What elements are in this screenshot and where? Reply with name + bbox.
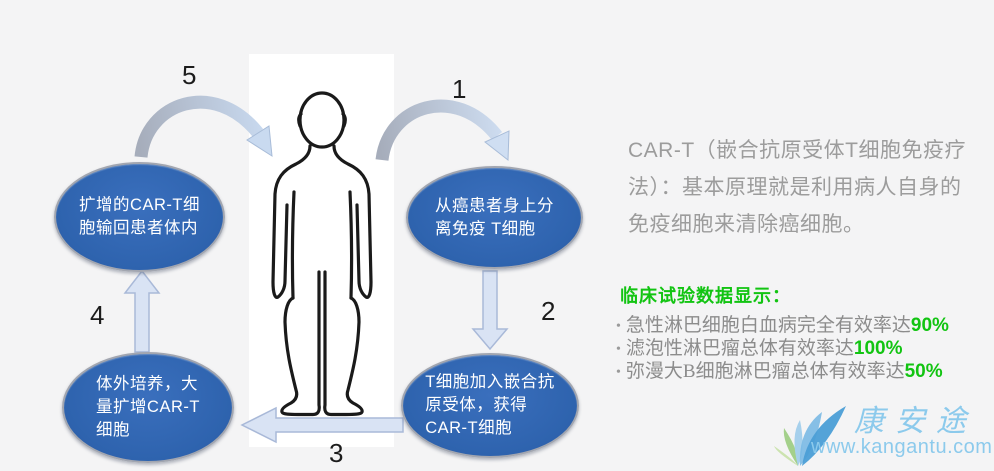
ellipse-line: 离免疫 T细胞 [435,219,536,238]
step-number-4: 4 [90,300,105,330]
ellipse-line: 胞输回患者体内 [79,219,199,237]
ellipse-reinfuse-cart-cells: 扩增的CAR-T细 胞输回患者体内 [54,162,225,272]
curved-arrow-step1 [375,99,510,162]
bullet-text: 弥漫大B细胞淋巴瘤总体有效率达 [625,361,905,382]
clinical-bullet-follicular: • 滤泡性淋巴瘤总体有效率达100% [616,337,988,360]
ellipse-line: 扩增的CAR-T细 [79,196,200,214]
bullet-value: 50% [904,361,943,382]
clinical-bullet-all: • 急性淋巴细胞白血病完全有效率达90% [616,314,988,337]
step-number-1: 1 [452,74,467,104]
ellipse-line: T细胞加入嵌合抗 [425,373,555,391]
ellipse-add-car-receptor: T细胞加入嵌合抗 原受体，获得 CAR-T细胞 [401,353,579,458]
bullet-text: 滤泡性淋巴瘤总体有效率达 [625,338,854,359]
bullet-value: 100% [853,338,903,359]
clinical-bullet-list: • 急性淋巴细胞白血病完全有效率达90% • 滤泡性淋巴瘤总体有效率达100% • 弥… [616,314,988,383]
intro-line: 免疫细胞来清除癌细胞。 [628,213,865,236]
bullet-icon: • [616,342,621,357]
ellipse-isolate-tcells: 从癌患者身上分 离免疫 T细胞 [406,166,583,269]
human-body-outline [271,91,373,417]
clinical-data-heading: 临床试验数据显示： [620,286,791,306]
clinical-bullet-dlbcl: • 弥漫大B细胞淋巴瘤总体有效率达50% [616,360,988,383]
intro-line: 法）：基本原理就是利用病人自身的 [628,176,962,199]
ellipse-line: 从癌患者身上分 [435,196,554,215]
cart-intro-paragraph: CAR-T（嵌合抗原受体T细胞免疫疗 法）：基本原理就是利用病人自身的 免疫细胞… [628,132,990,243]
ellipse-expand-cart-cells: 体外培养，大 量扩增CAR-T 细胞 [62,352,234,463]
ellipse-line: CAR-T细胞 [425,419,513,437]
bullet-value: 90% [910,315,949,336]
watermark-url: www.kangantu.com [811,436,993,458]
watermark-brand-name: 康安途 [854,404,977,439]
ellipse-line: 量扩增CAR-T [96,398,200,416]
arrow-step3-left [240,406,404,444]
step-number-2: 2 [541,296,556,326]
intro-line: CAR-T（嵌合抗原受体T细胞免疫疗 [628,139,966,162]
leaf-logo-icon [774,406,846,466]
step-number-3: 3 [329,438,344,468]
ellipse-line: 体外培养，大 [96,375,199,393]
arrow-step4-up [123,269,161,353]
ellipse-line: 原受体，获得 [425,396,528,414]
bullet-icon: • [616,365,621,380]
step-number-5: 5 [182,60,197,90]
bullet-text: 急性淋巴细胞白血病完全有效率达 [625,315,911,336]
arrow-step2-down [471,270,509,351]
bullet-icon: • [616,319,621,334]
curved-arrow-step5 [134,95,273,158]
ellipse-line: 细胞 [96,421,131,439]
